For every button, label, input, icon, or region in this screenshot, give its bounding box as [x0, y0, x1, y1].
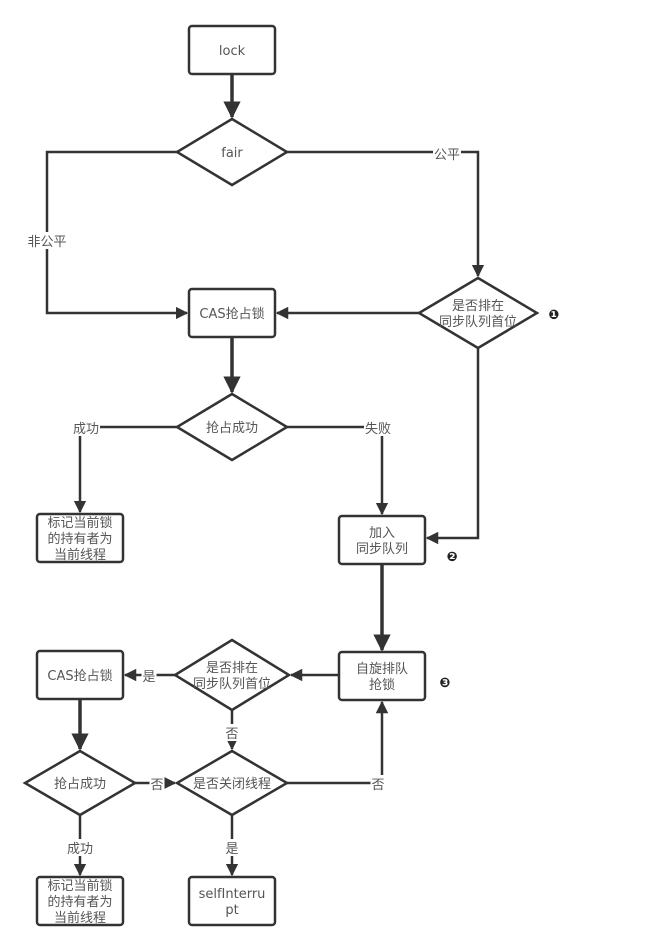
- node-text: CAS抢占锁: [47, 668, 112, 684]
- decision-diamond: [416, 276, 540, 350]
- process-box: [187, 875, 277, 927]
- labels-layer: 非公平公平成功失败是否否成功否是❶❷❸: [26, 145, 560, 857]
- node-text: CAS抢占锁: [199, 306, 264, 322]
- decision-diamond: [174, 117, 290, 187]
- node-text: 当前线程: [54, 547, 106, 563]
- node-text: 同步队列首位: [439, 315, 517, 330]
- decision-diamond: [22, 749, 138, 817]
- edge-label-success1-to-mark1: 成功: [73, 422, 99, 437]
- edge-label-closed-to-spin: 否: [371, 778, 384, 793]
- edge-label-success2-to-closed: 否: [150, 778, 163, 793]
- node-success1[interactable]: 抢占成功: [174, 392, 290, 462]
- edges-layer: [45, 74, 485, 877]
- node-fair[interactable]: fair: [174, 117, 290, 187]
- edge-fair-to-cas1: [45, 150, 189, 320]
- process-box: [35, 649, 125, 701]
- process-box: [187, 24, 277, 76]
- process-box: [35, 875, 125, 927]
- node-text: pt: [225, 903, 238, 918]
- step-marker-2: ❷: [446, 550, 457, 565]
- edge-label-background: [224, 839, 240, 856]
- node-text: 的持有者为: [47, 531, 112, 547]
- node-text: 标记当前锁: [47, 878, 112, 894]
- node-text: fair: [221, 146, 243, 161]
- edge-label-background: [72, 419, 100, 436]
- edge-label-background: [26, 232, 68, 249]
- decision-diamond: [174, 749, 290, 817]
- process-box: [337, 514, 427, 566]
- node-text: 是否关闭线程: [193, 777, 271, 792]
- node-closed[interactable]: 是否关闭线程: [174, 749, 290, 817]
- node-cas2[interactable]: CAS抢占锁: [35, 649, 125, 701]
- edge-label-background: [224, 724, 240, 741]
- step-marker-1: ❶: [548, 308, 559, 323]
- node-text: 是否排在: [452, 299, 504, 314]
- edge-label-background: [370, 775, 386, 792]
- process-box: [337, 650, 427, 702]
- node-success2[interactable]: 抢占成功: [22, 749, 138, 817]
- edge-label-success1-to-enqueue: 失败: [365, 422, 391, 437]
- nodes-layer: lockfairCAS抢占锁是否排在同步队列首位抢占成功标记当前锁的持有者为当前…: [22, 24, 540, 927]
- node-cas1[interactable]: CAS抢占锁: [187, 287, 277, 339]
- node-text: 自旋排队: [356, 662, 408, 677]
- edge-label-success2-to-mark2: 成功: [67, 842, 93, 857]
- step-marker-3: ❸: [439, 676, 450, 691]
- node-text: 的持有者为: [47, 894, 112, 910]
- edge-fair-to-first1: [287, 150, 485, 278]
- edge-closed-to-spin: [287, 700, 389, 785]
- process-box: [35, 512, 125, 564]
- edge-label-background: [66, 839, 94, 856]
- node-text: 当前线程: [54, 910, 106, 926]
- edge-label-background: [141, 667, 157, 684]
- process-box: [187, 287, 277, 339]
- decision-diamond: [174, 392, 290, 462]
- node-text: selfInterru: [199, 887, 266, 902]
- edge-first1-to-enqueue: [425, 348, 480, 545]
- edge-label-closed-to-interrupt: 是: [225, 842, 238, 857]
- edge-label-fair-to-first1: 公平: [434, 148, 460, 163]
- node-lock[interactable]: lock: [187, 24, 277, 76]
- edge-label-background: [433, 145, 461, 162]
- node-text: 抢占成功: [206, 420, 258, 436]
- node-text: 抢锁: [369, 677, 395, 693]
- edge-label-first2-to-closed: 否: [225, 727, 238, 742]
- node-text: 同步队列首位: [193, 677, 271, 692]
- edge-label-background: [364, 419, 392, 436]
- edge-label-first2-to-cas2: 是: [142, 670, 155, 685]
- node-text: 加入: [369, 526, 395, 541]
- node-text: 同步队列: [356, 542, 408, 557]
- edge-success1-to-mark1: [73, 425, 177, 514]
- node-text: 抢占成功: [54, 776, 106, 792]
- edge-success1-to-enqueue: [287, 425, 389, 516]
- node-text: lock: [219, 44, 246, 59]
- node-text: 标记当前锁: [47, 515, 112, 531]
- edge-label-background: [149, 775, 165, 792]
- edge-label-fair-to-cas1: 非公平: [27, 235, 66, 250]
- decision-diamond: [172, 638, 292, 712]
- node-text: 是否排在: [206, 661, 258, 676]
